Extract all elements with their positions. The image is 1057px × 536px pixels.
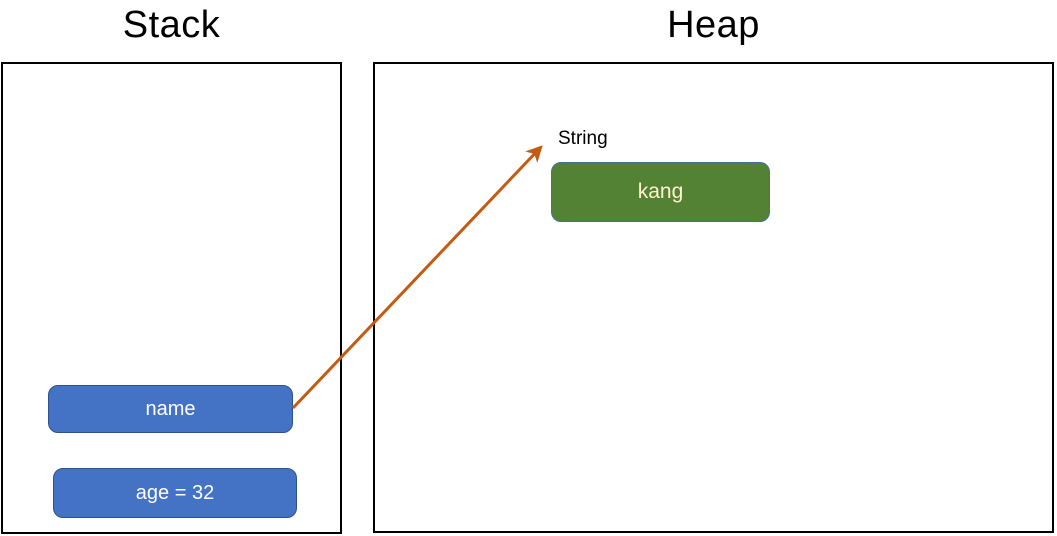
stack-variable-age: age = 32 bbox=[53, 468, 297, 518]
stack-panel bbox=[1, 62, 342, 534]
stack-title: Stack bbox=[122, 4, 221, 46]
heap-panel bbox=[373, 62, 1054, 533]
heap-object-type-label: String bbox=[558, 128, 608, 149]
heap-object-value: kang bbox=[551, 162, 770, 222]
heap-title: Heap bbox=[667, 4, 760, 46]
stack-variable-name: name bbox=[48, 385, 293, 433]
